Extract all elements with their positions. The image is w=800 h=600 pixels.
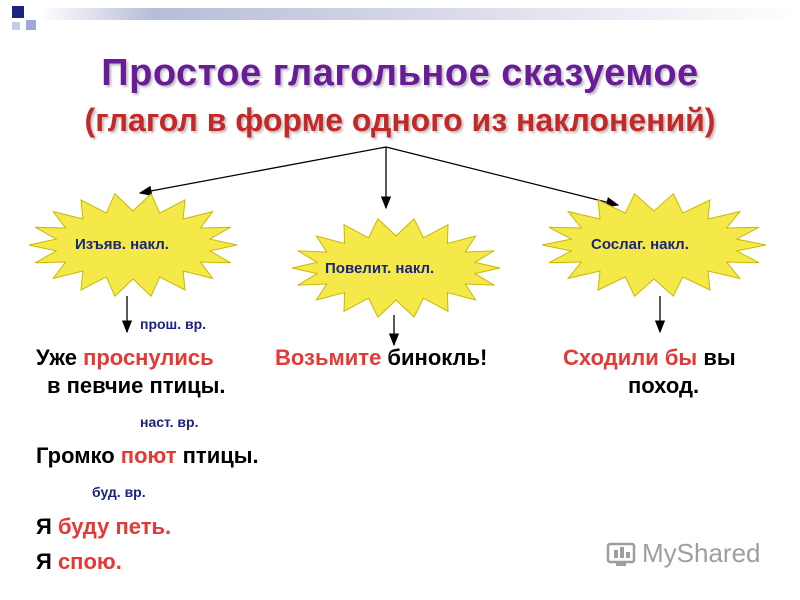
subtitle-text: (глагол в форме одного из наклонений) <box>84 102 716 138</box>
mood-label-conditional: Сослаг. накл. <box>591 236 689 253</box>
example-conditional-line1: Сходили бы вы <box>563 345 736 371</box>
tense-present: наст. вр. <box>140 414 199 430</box>
ex-text: бинокль! <box>381 345 488 370</box>
ex-text: вы <box>697 345 736 370</box>
ex-verb: проснулись <box>83 345 214 370</box>
burst-indicative <box>28 192 238 298</box>
ex-verb: поют <box>120 443 177 468</box>
mood-label-indicative: Изъяв. накл. <box>75 236 169 253</box>
example-present: Громко поют птицы. <box>36 443 259 469</box>
ex-text: Уже <box>36 345 84 370</box>
ex-verb: буду петь. <box>57 514 172 539</box>
mood-label-imperative: Повелит. накл. <box>325 260 435 277</box>
ex-verb: спою. <box>57 549 122 574</box>
arrow-to-indicative <box>138 146 387 196</box>
example-conditional-line2: поход. <box>628 373 700 398</box>
watermark-text: MyShared <box>642 538 761 568</box>
page-subtitle: (глагол в форме одного из наклонений) <box>0 102 800 139</box>
ex-text: Я <box>36 514 58 539</box>
deco-square-2 <box>26 20 36 30</box>
example-imperative: Возьмите бинокль! <box>275 345 487 371</box>
watermark-icon <box>606 542 636 566</box>
example-past-line2: в певчие птицы. <box>47 373 226 398</box>
arrow-to-conditional <box>385 146 620 208</box>
example-future-2: Я спою. <box>36 549 122 575</box>
deco-square-3 <box>12 22 20 30</box>
ex-text: Я <box>36 549 58 574</box>
ex-text: Громко <box>36 443 121 468</box>
header-gradient <box>12 6 800 30</box>
tense-past: прош. вр. <box>140 316 207 332</box>
burst-imperative <box>291 217 501 319</box>
ex-verb: Возьмите <box>275 345 382 370</box>
burst-conditional <box>541 192 767 298</box>
header-bar <box>0 0 800 42</box>
page-title: Простое глагольное сказуемое <box>101 52 699 94</box>
deco-square-1 <box>12 6 24 18</box>
tense-future: буд. вр. <box>92 484 146 500</box>
example-future-1: Я буду петь. <box>36 514 171 540</box>
ex-text: птицы. <box>176 443 259 468</box>
example-past-line1: Уже проснулись <box>36 345 214 371</box>
ex-verb: Сходили бы <box>563 345 698 370</box>
